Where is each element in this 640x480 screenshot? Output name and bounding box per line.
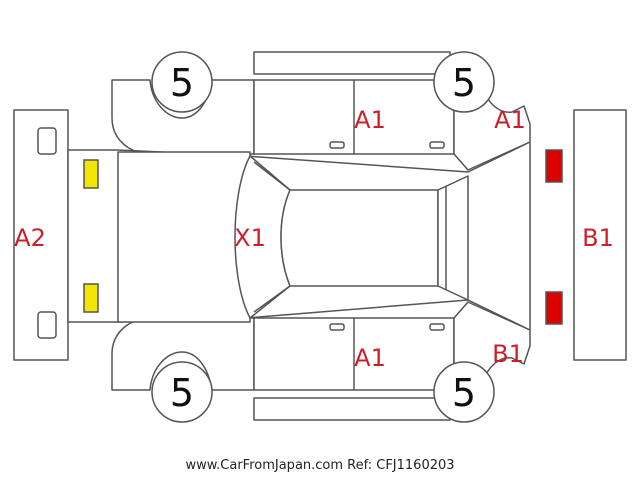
tire-front-left-label: 5: [170, 371, 194, 415]
tire-rear-left: 5: [433, 361, 495, 423]
left-taillight-marker: [545, 149, 563, 183]
code-right-side-door: A1: [354, 106, 386, 134]
code-rear-bumper: B1: [582, 224, 614, 252]
right-side-panels: [111, 79, 531, 171]
tire-front-right-label: 5: [170, 61, 194, 105]
right-headlight-marker: [83, 283, 99, 313]
code-right-rear-quarter: A1: [494, 106, 526, 134]
code-left-side-door: A1: [354, 344, 386, 372]
tire-front-left: 5: [151, 361, 213, 423]
tire-rear-right: 5: [433, 51, 495, 113]
watermark-ref: www.CarFromJapan.com Ref: CFJ1160203: [185, 458, 455, 473]
right-taillight-marker: [545, 291, 563, 325]
tire-rear-right-label: 5: [452, 61, 476, 105]
rear-bumper: [573, 109, 627, 361]
right-side-sill-top: [253, 51, 451, 75]
code-hood: X1: [234, 224, 266, 252]
code-front-bumper: A2: [14, 224, 46, 252]
left-side-sill-bottom: [253, 397, 451, 421]
tire-rear-left-label: 5: [452, 371, 476, 415]
car-body-top-view: [67, 141, 531, 331]
left-headlight-marker: [83, 159, 99, 189]
tire-front-right: 5: [151, 51, 213, 113]
code-left-rear-quarter: B1: [492, 340, 524, 368]
front-bumper: [13, 109, 69, 361]
